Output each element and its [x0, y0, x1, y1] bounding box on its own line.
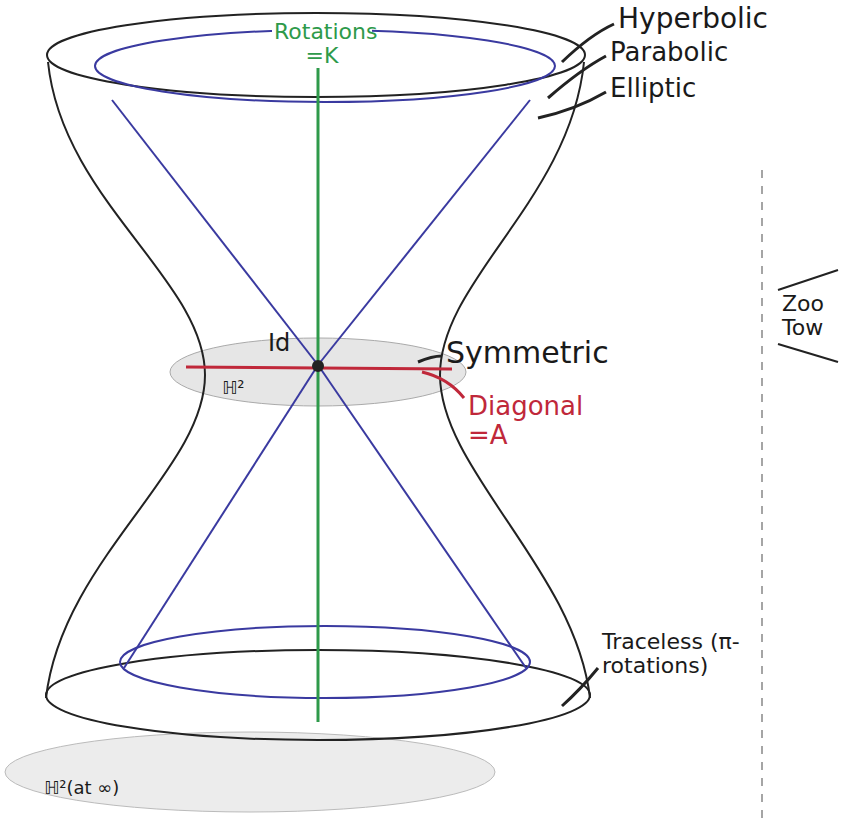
subgroup-label: Diagonal =A	[468, 392, 608, 449]
subgroup-label: Rotations =K	[272, 20, 372, 68]
space-label: ℍ²	[222, 378, 245, 398]
subset-label: Traceless (π-rotations)	[602, 630, 752, 678]
class-label: Hyperbolic	[618, 4, 768, 35]
subset-label: Symmetric	[446, 336, 609, 369]
zoom-label: Zoo Tow	[782, 292, 832, 340]
space-label: ℍ²(at ∞)	[44, 778, 119, 798]
class-label: Elliptic	[610, 74, 696, 103]
identity-label: Id	[268, 330, 290, 356]
class-label: Parabolic	[610, 38, 728, 67]
